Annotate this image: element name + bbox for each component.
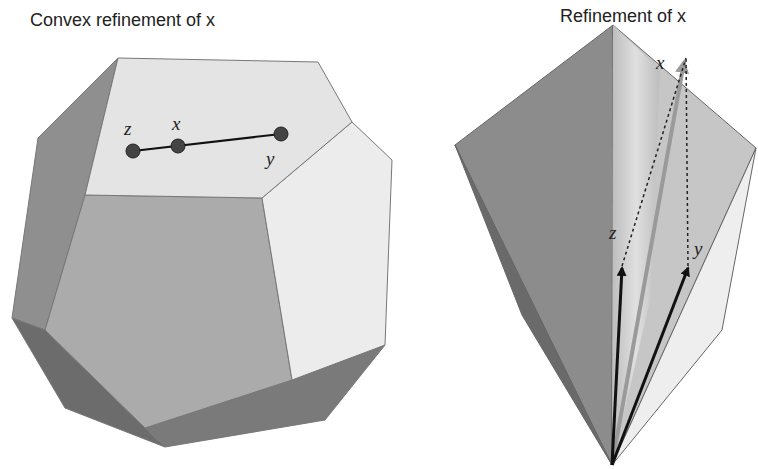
point-label: z (124, 118, 131, 140)
panel-title: Refinement of x (560, 6, 686, 27)
segment (126, 127, 288, 158)
dodecahedron (12, 58, 392, 447)
vector-label: y (694, 238, 702, 260)
panel-title: Convex refinement of x (30, 10, 215, 31)
vectors (612, 58, 688, 465)
point-label: x (172, 113, 180, 135)
vector-label: z (609, 222, 616, 244)
cone (455, 25, 756, 465)
point-label: y (266, 148, 274, 170)
vector-label: x (656, 52, 664, 74)
